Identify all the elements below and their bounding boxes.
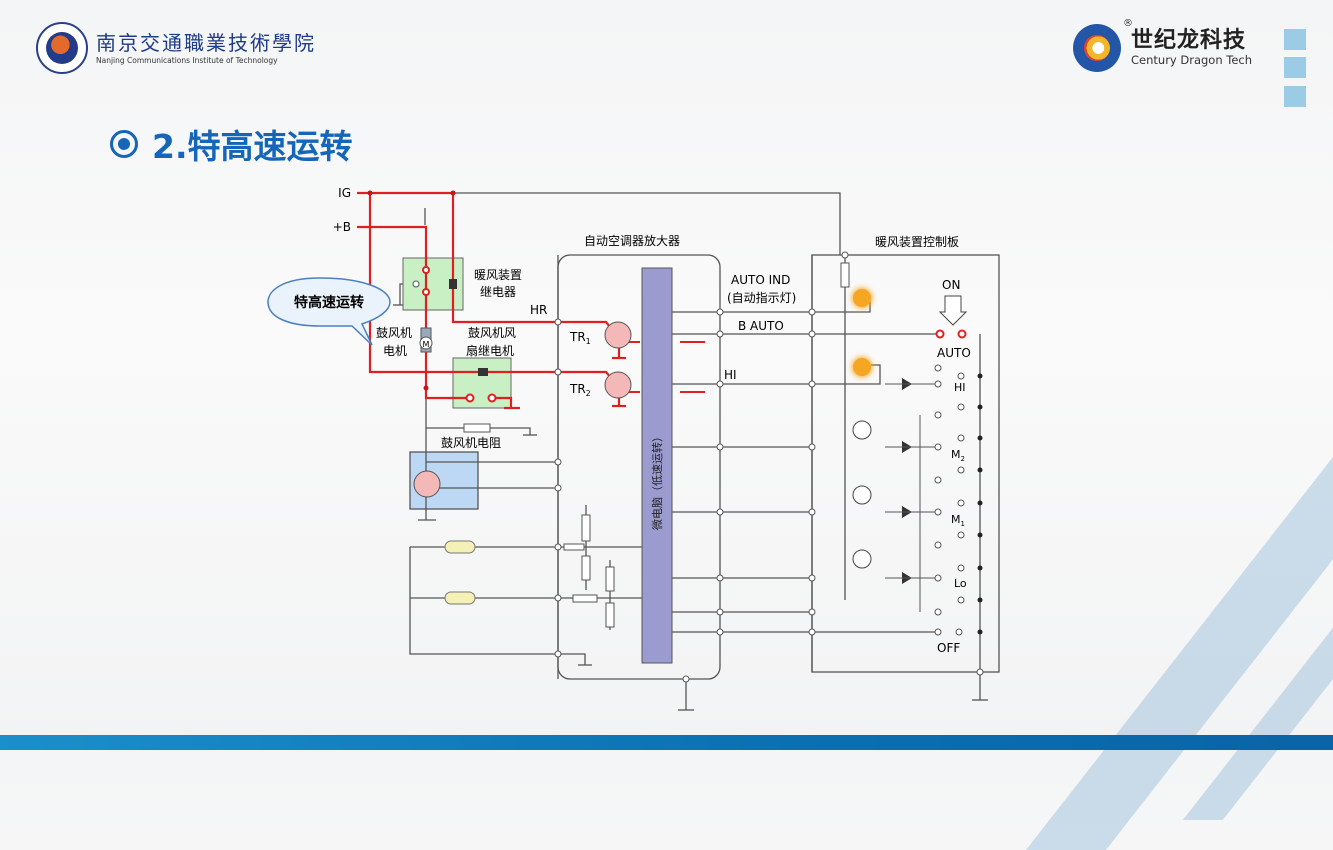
auto-ind-label-2: (自动指示灯) — [727, 290, 796, 305]
relay-contacts — [422, 266, 967, 403]
terminal-nodes — [554, 251, 984, 683]
school-name-cn: 南京交通職業技術學院 — [96, 30, 316, 55]
radio-bullet-icon — [110, 130, 138, 158]
registered-mark: ® — [1123, 18, 1133, 29]
blower-resistor-icon — [463, 423, 491, 433]
callout-text: 特高速运转 — [294, 294, 364, 311]
heater-relay-label-2: 继电器 — [480, 285, 516, 299]
blower-motor-label-1: 鼓风机 — [376, 326, 412, 340]
microcomputer-label: 微电脑（低速运转） — [650, 431, 664, 530]
blower-transistor-icon — [413, 470, 441, 498]
auto-label: AUTO — [937, 346, 971, 360]
fan-relay-label-1: 鼓风机风 — [468, 326, 516, 340]
heater-relay-label-1: 暖风装置 — [474, 268, 522, 282]
diode-icons — [902, 378, 912, 584]
tr2-label: TR2 — [569, 382, 591, 398]
control-panel-title: 暖风装置控制板 — [875, 235, 959, 249]
switch-hi-label: HI — [954, 381, 966, 394]
tr1-transistor-icon — [604, 321, 632, 349]
b-label: +B — [333, 220, 351, 234]
motor-symbol: M — [423, 340, 430, 349]
decor-square — [1284, 29, 1306, 50]
decor-square — [1284, 57, 1306, 78]
fan-relay-box — [452, 357, 512, 409]
ig-label: IG — [338, 186, 351, 200]
school-emblem-icon — [36, 22, 88, 74]
microcomputer-bar — [641, 267, 673, 664]
footer-bar — [0, 735, 1333, 750]
motor-icon — [419, 336, 433, 350]
off-label: OFF — [937, 641, 960, 655]
switch-contacts — [934, 364, 965, 636]
tr1-label: TR1 — [569, 330, 591, 346]
blower-motor-label-2: 电机 — [383, 344, 407, 358]
callout-bubble — [267, 277, 391, 346]
blower-resistor-label: 鼓风机电阻 — [441, 436, 501, 450]
school-name-en: Nanjing Communications Institute of Tech… — [96, 55, 278, 65]
switch-m1-label: M1 — [951, 513, 965, 528]
switch-lo-label: Lo — [954, 577, 967, 590]
switch-m2-label: M2 — [951, 448, 965, 463]
speed-led-icons — [852, 420, 872, 569]
auto-ind-label-1: AUTO IND — [731, 273, 790, 287]
brand-name-cn: 世纪龙科技 — [1131, 28, 1247, 53]
amplifier-title: 自动空调器放大器 — [584, 233, 680, 248]
decor-square — [1284, 86, 1306, 107]
hi-line-label: HI — [724, 368, 737, 382]
tr2-transistor-icon — [604, 371, 632, 399]
brand-mark-icon — [1073, 24, 1121, 72]
thermistor-icon — [444, 591, 476, 605]
brand-logo: 世纪龙科技 Century Dragon Tech — [1073, 24, 1252, 72]
current-arrows — [628, 340, 705, 393]
thermistor-icon — [444, 540, 476, 554]
circuit-diagram: IG +B 特高速运转 暖风装置 继电器 HR 鼓风机 电机 M 鼓风机风 扇继… — [267, 186, 1000, 711]
fan-relay-label-2: 扇继电机 — [466, 343, 514, 358]
on-label: ON — [942, 278, 960, 292]
school-logo: 南京交通職業技術學院 Nanjing Communications Instit… — [36, 22, 316, 74]
b-auto-label: B AUTO — [738, 319, 784, 333]
slide-title-text: 2.特高速运转 — [152, 127, 353, 166]
brand-name-en: Century Dragon Tech — [1131, 53, 1253, 67]
hr-label: HR — [530, 303, 547, 317]
fan-relay-coil — [478, 368, 488, 376]
slide-title: 2.特高速运转 — [110, 120, 353, 168]
relay-coil — [449, 279, 457, 289]
on-arrow-icon — [938, 295, 968, 326]
